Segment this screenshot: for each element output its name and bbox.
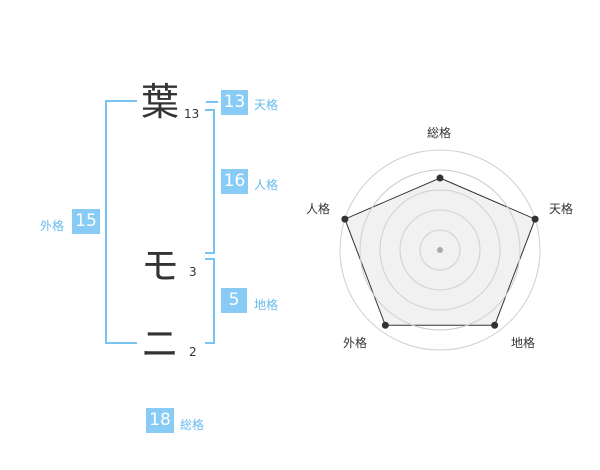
name-char-3: ニ: [141, 322, 180, 366]
chikaku-bracket: [205, 258, 215, 344]
radar-axis-label-1: 天格: [549, 202, 574, 216]
radar-point-3: [381, 321, 389, 329]
tenkaku-bracket: [206, 101, 218, 103]
radar-axis-label-2: 地格: [511, 336, 536, 350]
stroke-count-3: 2: [189, 345, 197, 359]
radar-point-1: [531, 215, 539, 223]
radar-inner-ring-2: [399, 209, 481, 291]
tenkaku-value: 13: [221, 90, 248, 115]
gaikaku-bracket: [105, 100, 137, 344]
soukaku-value: 18: [146, 408, 174, 433]
radar-inner-ring-3: [379, 189, 501, 311]
name-char-1: 葉: [141, 80, 180, 124]
chikaku-label: 地格: [254, 298, 279, 312]
name-char-2: モ: [141, 244, 180, 288]
radar-center-dot: [437, 247, 443, 253]
chikaku-value: 5: [221, 288, 247, 313]
radar-inner-ring-4: [359, 169, 521, 331]
radar-point-4: [341, 215, 349, 223]
jinkaku-bracket: [205, 109, 215, 254]
gaikaku-label: 外格: [40, 219, 65, 233]
stroke-count-1: 13: [184, 107, 200, 121]
radar-inner-ring-1: [419, 229, 461, 271]
radar-axis-label-3: 外格: [343, 336, 368, 350]
stroke-count-2: 3: [189, 265, 197, 279]
soukaku-label: 総格: [180, 418, 205, 432]
radar-axis-label-4: 人格: [306, 202, 331, 216]
radar-point-2: [491, 321, 499, 329]
jinkaku-value: 16: [221, 169, 248, 194]
gaikaku-value: 15: [72, 209, 100, 234]
radar-axis-label-0: 総格: [427, 126, 452, 140]
jinkaku-label: 人格: [254, 178, 279, 192]
radar-point-0: [436, 174, 444, 182]
tenkaku-label: 天格: [254, 98, 279, 112]
